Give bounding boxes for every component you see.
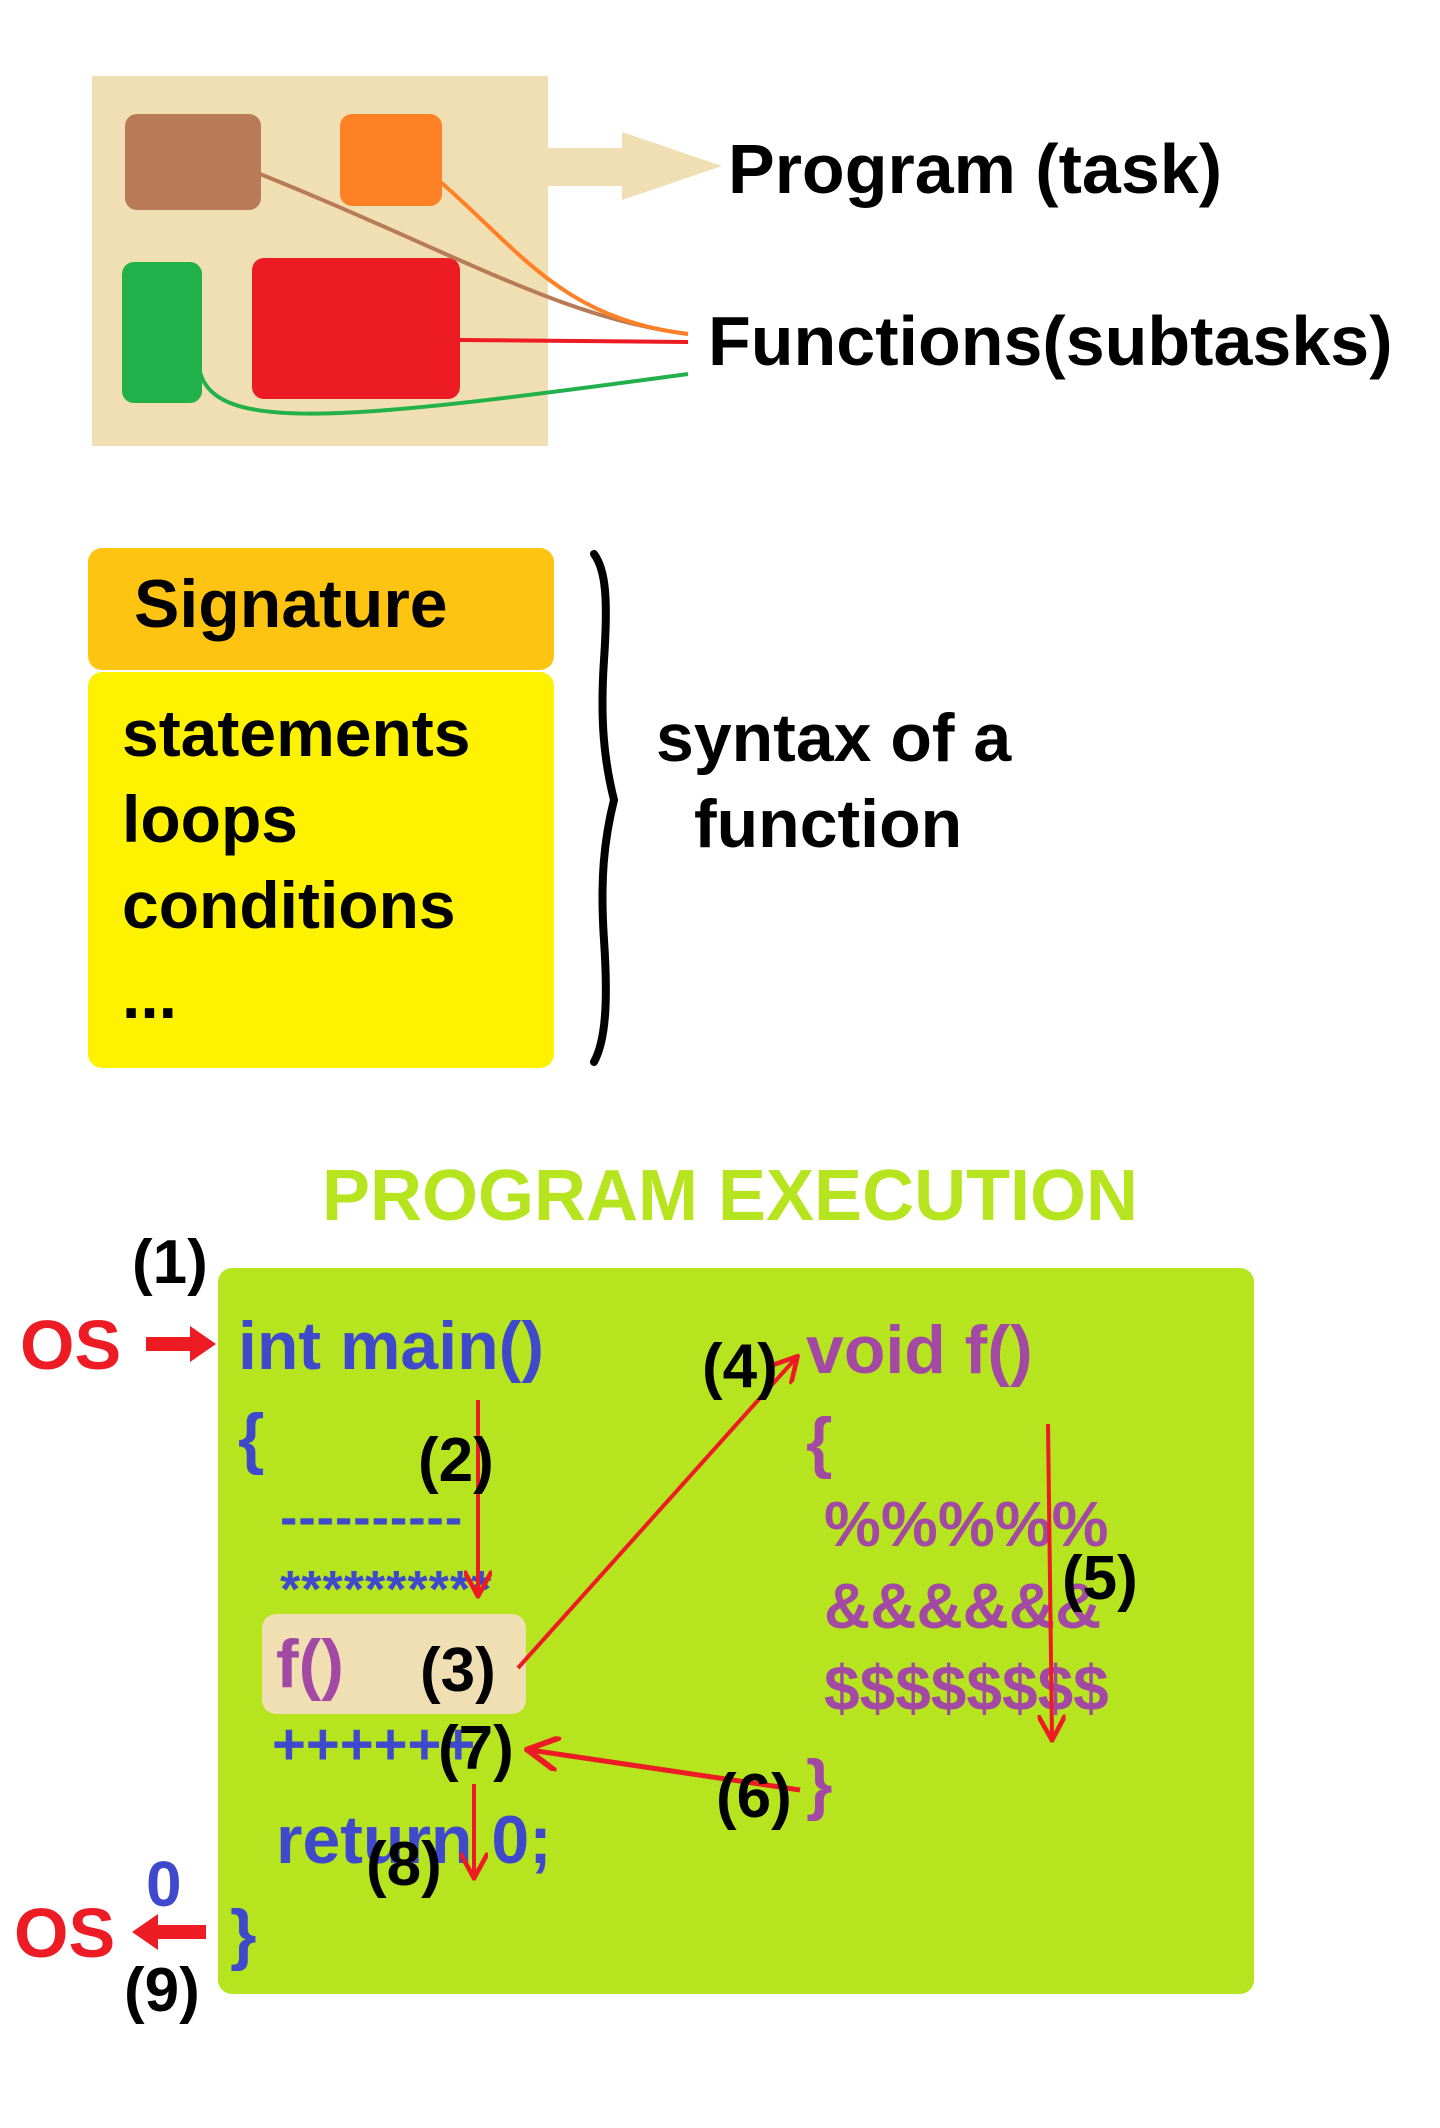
step-3-label: (3): [420, 1636, 496, 1705]
main-dashes: ----------: [280, 1489, 464, 1547]
function-block-green: [122, 262, 202, 403]
functions-label: Functions(subtasks): [708, 302, 1393, 380]
step-1-label: (1): [132, 1228, 208, 1297]
step-2-label: (2): [418, 1426, 494, 1495]
connector-orange: [434, 176, 689, 336]
os-out-label: OS: [14, 1894, 116, 1972]
main-pluses: ++++++: [272, 1712, 476, 1777]
function-block-brown: [125, 114, 261, 210]
function-body-box: [88, 672, 554, 1068]
body-line-ellipsis: ...: [122, 958, 178, 1032]
arrow-step-5: [1048, 1423, 1052, 1738]
os-out-arrow-head: [132, 1914, 158, 1950]
f-line-ampersand: &&&&&&: [824, 1570, 1102, 1642]
function-block-red: [252, 258, 460, 399]
f-line-percent: %%%%%: [824, 1488, 1109, 1560]
step-8-label: (8): [366, 1830, 442, 1899]
arrow-step-6: [530, 1750, 801, 1793]
step-7-label: (7): [438, 1714, 514, 1783]
main-close-brace: }: [230, 1896, 257, 1972]
os-in-arrow-head: [190, 1326, 216, 1362]
syntax-brace: [590, 550, 619, 1066]
main-return: return 0;: [276, 1802, 552, 1878]
body-line-conditions: conditions: [122, 868, 456, 942]
body-line-statements: statements: [122, 696, 471, 770]
f-header: void f(): [806, 1312, 1033, 1388]
syntax-caption-line1: syntax of a: [656, 700, 1012, 776]
signature-label: Signature: [134, 566, 448, 642]
main-stars: **********: [280, 1561, 493, 1619]
step-5-label: (5): [1062, 1544, 1138, 1613]
step-4-label: (4): [702, 1332, 778, 1401]
connector-red: [459, 338, 689, 344]
main-header: int main(): [238, 1308, 544, 1384]
function-block-orange: [340, 114, 442, 206]
program-arrow: [548, 132, 722, 200]
arrow-step-4: [516, 1358, 796, 1670]
f-line-dollar: $$$$$$$$: [824, 1652, 1109, 1724]
f-open-brace: {: [806, 1404, 833, 1480]
main-open-brace: {: [238, 1400, 265, 1476]
f-close-brace: }: [806, 1746, 833, 1822]
step-9-label: (9): [124, 1956, 200, 2025]
connector-green: [198, 371, 689, 416]
syntax-caption-line2: function: [694, 786, 963, 862]
signature-box: [88, 548, 554, 670]
call-highlight: [262, 1614, 526, 1714]
return-value-label: 0: [146, 1848, 182, 1920]
execution-title: PROGRAM EXECUTION: [322, 1156, 1139, 1236]
program-label: Program (task): [728, 130, 1223, 208]
main-call-f: f(): [276, 1626, 344, 1702]
os-in-label: OS: [20, 1306, 122, 1384]
step-6-label: (6): [716, 1762, 792, 1831]
body-line-loops: loops: [122, 782, 298, 856]
